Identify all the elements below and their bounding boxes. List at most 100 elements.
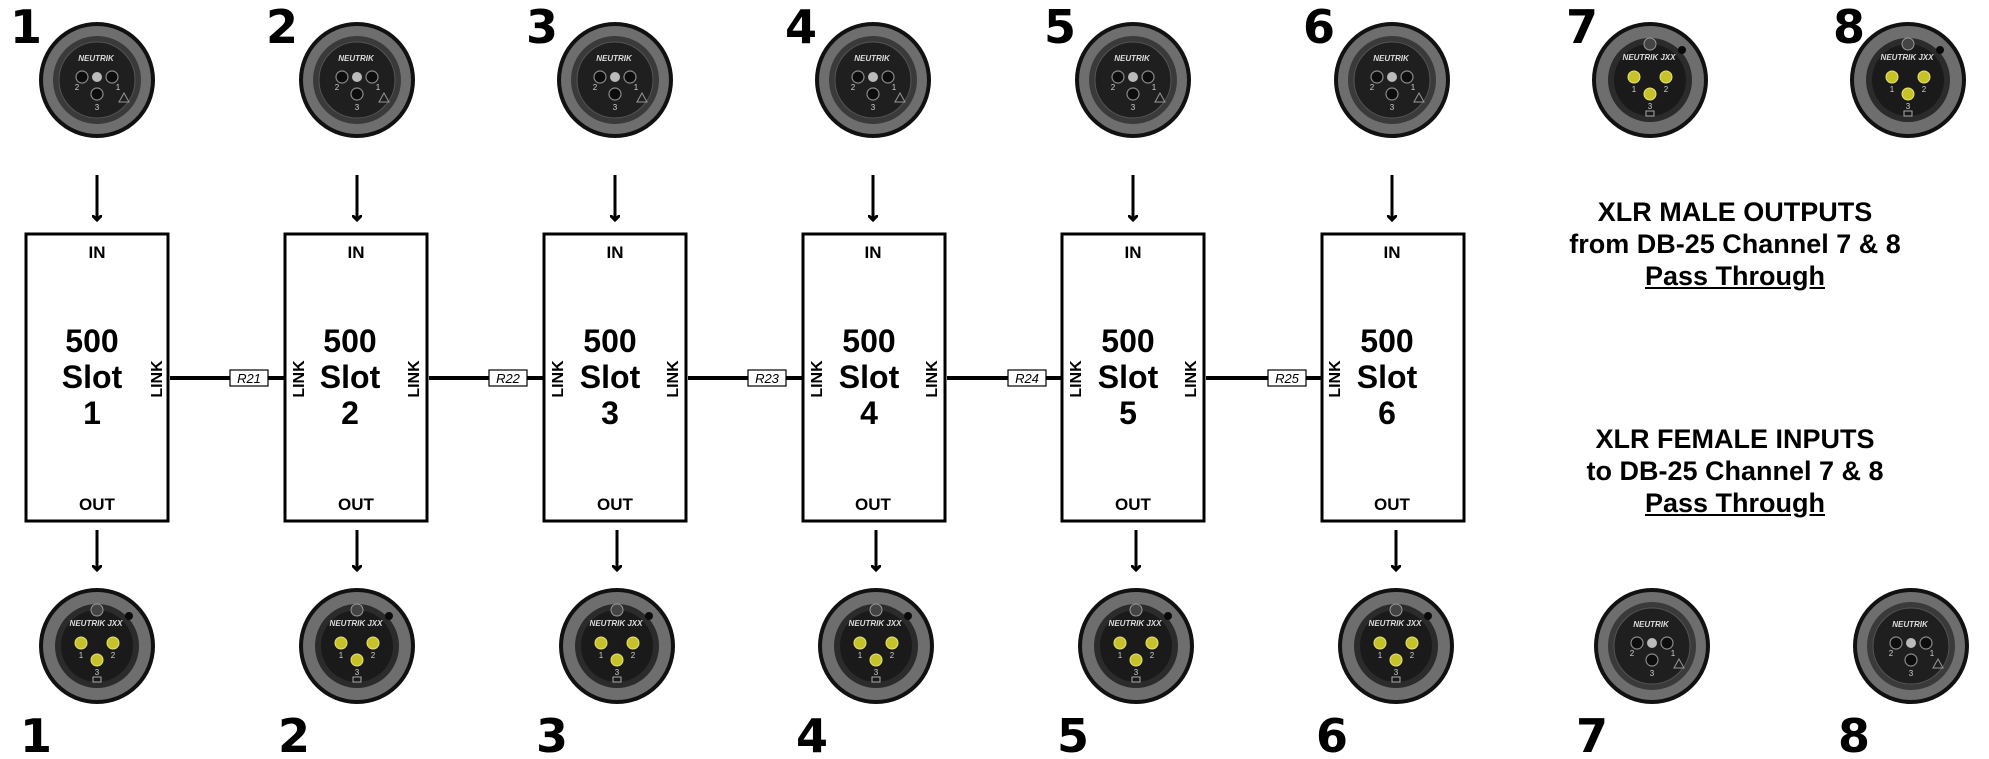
- slot-title-line3: 4: [860, 395, 878, 431]
- top-number: 2: [266, 0, 298, 54]
- xlr-male-output-connector: [558, 587, 676, 705]
- resistor-box: [229, 369, 269, 387]
- slot-box: [801, 232, 947, 523]
- slot-box: [24, 232, 170, 523]
- resistor-box: [488, 369, 528, 387]
- link-wire-1-2: R21: [170, 369, 285, 387]
- slot-title-line1: 500: [1360, 323, 1413, 359]
- in-label: IN: [607, 243, 624, 262]
- out-label: OUT: [79, 495, 116, 514]
- top-number: 6: [1303, 0, 1335, 54]
- link-left-label: LINK: [550, 360, 567, 398]
- resistor-box: [1267, 369, 1307, 387]
- top-number: 4: [785, 0, 817, 54]
- xlr-female-input-connector: [38, 21, 156, 139]
- slot-box: [542, 232, 688, 523]
- in-label: IN: [1384, 243, 1401, 262]
- slot-title-line1: 500: [65, 323, 118, 359]
- link-wire-4-5: R24: [947, 369, 1062, 387]
- slot-title-line2: Slot: [62, 359, 123, 395]
- link-left-label: LINK: [809, 360, 826, 398]
- top-number: 8: [1833, 0, 1865, 54]
- in-label: IN: [89, 243, 106, 262]
- slot-6: 6 IN LINK 500 Slot 6 OUT 6: [1303, 0, 1466, 759]
- slot-title-line2: Slot: [839, 359, 900, 395]
- slot-4: 4 IN LINK 500 Slot 4 LINK OUT 4: [785, 0, 947, 759]
- xlr-female-input-connector: [1593, 587, 1711, 705]
- female-inputs-line3: Pass Through: [1644, 488, 1826, 518]
- link-right-label: LINK: [924, 360, 941, 398]
- in-label: IN: [1125, 243, 1142, 262]
- link-wire-2-3: R22: [429, 369, 544, 387]
- male-outputs-line1: XLR MALE OUTPUTS: [1597, 197, 1873, 227]
- out-label: OUT: [855, 495, 892, 514]
- resistor-label: R21: [237, 371, 261, 386]
- slot-box: [1320, 232, 1466, 523]
- xlr-female-input-connector: [1074, 21, 1192, 139]
- xlr-female-input-connector: [814, 21, 932, 139]
- link-right-label: LINK: [406, 360, 423, 398]
- slot-title-line2: Slot: [580, 359, 641, 395]
- bottom-number: 7: [1576, 709, 1608, 759]
- top-number: 3: [526, 0, 558, 54]
- resistor-label: R25: [1275, 371, 1300, 386]
- top-number: 5: [1044, 0, 1076, 54]
- passthrough-channel-8: 8 8: [1833, 0, 1970, 759]
- slot-title-line2: Slot: [320, 359, 381, 395]
- slot-3: 3 IN LINK 500 Slot 3 LINK OUT 3: [526, 0, 688, 759]
- out-label: OUT: [1374, 495, 1411, 514]
- slot-box: [1060, 232, 1206, 523]
- xlr-female-input-connector: [1852, 587, 1970, 705]
- slot-title-line1: 500: [583, 323, 636, 359]
- link-right-label: LINK: [1183, 360, 1200, 398]
- top-number: 7: [1566, 0, 1598, 54]
- xlr-male-output-connector: [1077, 587, 1195, 705]
- slot-title-line1: 500: [1101, 323, 1154, 359]
- slot-title-line2: Slot: [1098, 359, 1159, 395]
- slot-title-line3: 3: [601, 395, 619, 431]
- xlr-male-output-connector: [38, 587, 156, 705]
- male-outputs-line2: from DB-25 Channel 7 & 8: [1569, 229, 1901, 259]
- resistor-label: R22: [496, 371, 521, 386]
- xlr-male-output-connector: [817, 587, 935, 705]
- bottom-number: 1: [20, 709, 52, 759]
- bottom-number: 5: [1057, 709, 1089, 759]
- slot-title-line3: 1: [83, 395, 101, 431]
- slot-title-line3: 6: [1378, 395, 1396, 431]
- bottom-number: 3: [536, 709, 568, 759]
- xlr-female-input-connector: [1333, 21, 1451, 139]
- resistor-box: [1007, 369, 1047, 387]
- xlr-male-output-connector: [1849, 21, 1967, 139]
- slot-title-line2: Slot: [1357, 359, 1418, 395]
- xlr-female-input-connector: [298, 21, 416, 139]
- slot-5: 5 IN LINK 500 Slot 5 LINK OUT 5: [1044, 0, 1206, 759]
- link-left-label: LINK: [1327, 360, 1344, 398]
- resistor-label: R24: [1015, 371, 1039, 386]
- link-wire-5-6: R25: [1206, 369, 1322, 387]
- xlr-male-output-connector: [298, 587, 416, 705]
- passthrough-channel-7: 7 7: [1566, 0, 1711, 759]
- in-label: IN: [865, 243, 882, 262]
- out-label: OUT: [597, 495, 634, 514]
- male-outputs-line3: Pass Through: [1644, 261, 1826, 291]
- in-label: IN: [348, 243, 365, 262]
- out-label: OUT: [338, 495, 375, 514]
- slot-title-line1: 500: [842, 323, 895, 359]
- female-inputs-line1: XLR FEMALE INPUTS: [1595, 424, 1875, 454]
- link-wire-3-4: R23: [688, 369, 803, 387]
- slot-title-line3: 2: [341, 395, 359, 431]
- xlr-male-output-connector: [1591, 21, 1709, 139]
- link-left-label: LINK: [291, 360, 308, 398]
- bottom-number: 8: [1838, 709, 1870, 759]
- slot-title-line3: 5: [1119, 395, 1137, 431]
- slot-1: 1 IN 500 Slot 1 LINK OUT 1: [10, 0, 170, 759]
- bottom-number: 2: [278, 709, 310, 759]
- slot-box: [283, 232, 429, 523]
- xlr-male-output-connector: [1337, 587, 1455, 705]
- female-inputs-line2: to DB-25 Channel 7 & 8: [1586, 456, 1884, 486]
- slot-2: 2 IN LINK 500 Slot 2 LINK OUT 2: [266, 0, 429, 759]
- top-number: 1: [10, 0, 42, 54]
- bottom-number: 4: [796, 709, 828, 759]
- out-label: OUT: [1115, 495, 1152, 514]
